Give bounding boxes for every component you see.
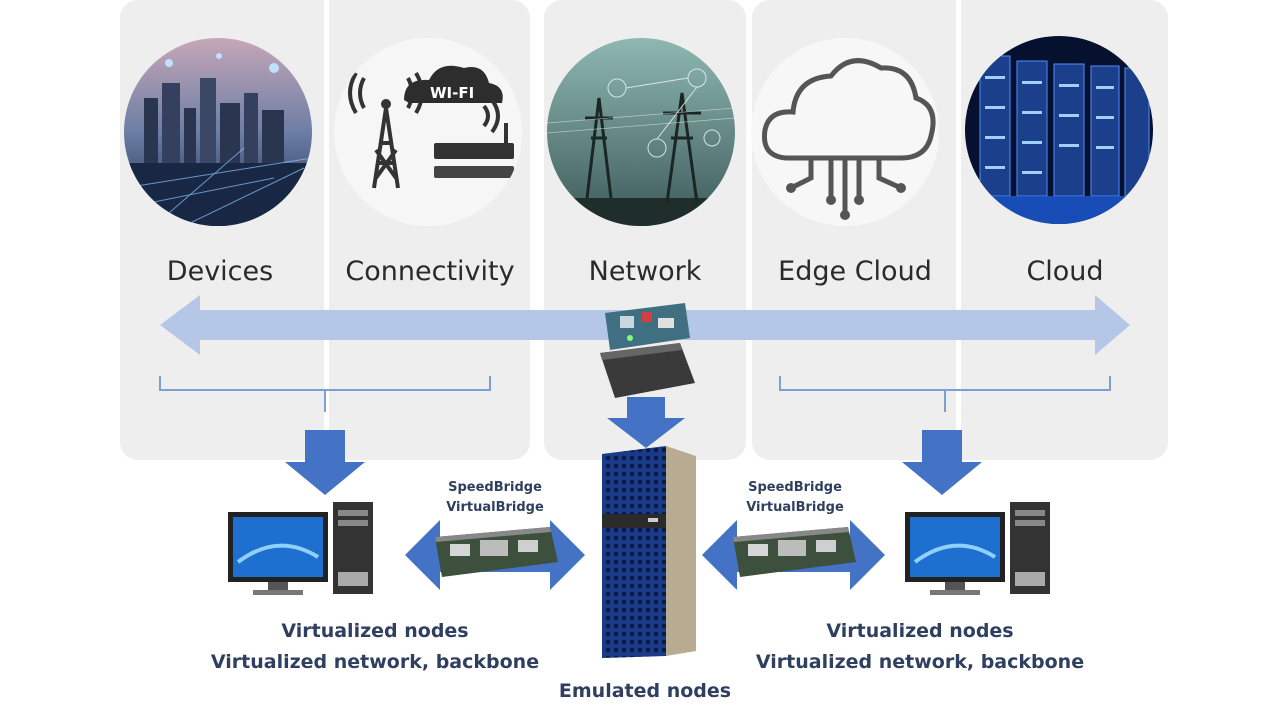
category-label-edge-cloud: Edge Cloud — [778, 256, 932, 287]
speedbridge-board-icon — [435, 527, 558, 577]
panel-divider — [956, 0, 961, 460]
down-arrow-center — [607, 397, 685, 448]
bridge-label-right-line1: SpeedBridge — [748, 480, 842, 495]
caption-right-line2: Virtualized network, backbone — [755, 651, 1085, 673]
caption-left-line2: Virtualized network, backbone — [210, 651, 540, 673]
category-label-cloud: Cloud — [1026, 256, 1104, 287]
speedbridge-board-icon — [733, 527, 856, 577]
down-arrow-right — [902, 430, 982, 495]
bridge-label-left: SpeedBridge VirtualBridge — [420, 478, 570, 518]
category-label-network: Network — [588, 256, 702, 287]
bridge-label-right: SpeedBridge VirtualBridge — [720, 478, 870, 518]
smart-city-icon — [124, 38, 312, 226]
desktop-computer-icon — [905, 502, 1050, 595]
caption-left-line1: Virtualized nodes — [281, 620, 469, 642]
down-arrow-left — [285, 430, 365, 495]
caption-right: Virtualized nodes Virtualized network, b… — [745, 616, 1095, 678]
panel-divider — [324, 0, 329, 460]
network-board-icon — [600, 303, 695, 398]
emulator-tower-icon — [602, 446, 696, 658]
caption-center: Emulated nodes — [558, 680, 732, 702]
bridge-label-left-line2: VirtualBridge — [446, 500, 544, 515]
desktop-computer-icon — [228, 502, 373, 595]
bridge-label-left-line1: SpeedBridge — [448, 480, 542, 495]
wifi-tower-icon: WI-FI — [334, 38, 522, 226]
bridge-label-right-line2: VirtualBridge — [746, 500, 844, 515]
cloud-circuit-icon — [751, 38, 939, 226]
bracket-right — [779, 376, 1111, 412]
bracket-left — [159, 376, 491, 412]
category-label-connectivity: Connectivity — [345, 256, 515, 287]
caption-left: Virtualized nodes Virtualized network, b… — [200, 616, 550, 678]
category-label-devices: Devices — [166, 256, 274, 287]
caption-right-line1: Virtualized nodes — [826, 620, 1014, 642]
svg-text:WI-FI: WI-FI — [430, 84, 474, 102]
